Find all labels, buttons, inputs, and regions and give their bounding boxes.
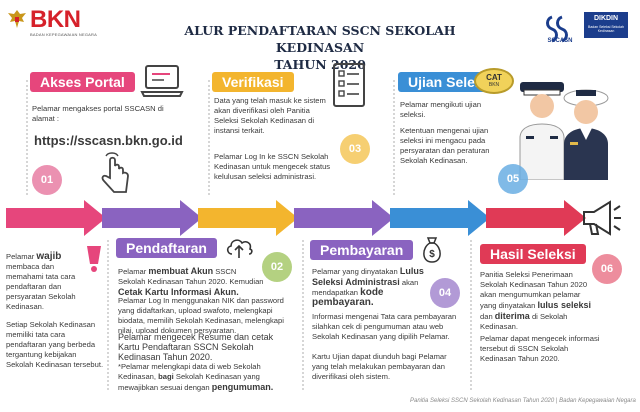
process-arrows xyxy=(6,200,566,236)
step-1-label: Akses Portal xyxy=(30,72,135,92)
laptop-icon xyxy=(140,62,184,102)
step-2-text-2: Pelamar Log In menggunakan NIK dan passw… xyxy=(118,296,290,336)
note-text-1c: membaca dan memahami tata cara pendaftar… xyxy=(6,262,76,311)
checklist-icon xyxy=(330,60,370,110)
megaphone-icon xyxy=(578,196,622,240)
cat-badge-sublabel: BKN xyxy=(476,82,512,88)
timeline-dots-2 xyxy=(107,240,109,390)
step-2-label: Pendaftaran xyxy=(116,238,217,258)
partner-logos: SSCASN DIKDIN Badan Seleksi Sekolah Kedi… xyxy=(542,8,632,48)
note-text-1a: Pelamar xyxy=(6,252,34,261)
step-5-text-1: Pelamar mengikuti ujian seleksi. xyxy=(400,100,498,120)
step-5-text-2: Ketentuan mengenai ujian seleksi ini men… xyxy=(400,126,510,166)
arrow-4 xyxy=(294,200,394,236)
portal-url-link[interactable]: https://sscasn.bkn.go.id xyxy=(34,133,183,148)
step-3-number: 03 xyxy=(340,134,370,164)
step-4-text-2: Informasi mengenai Tata cara pembayaran … xyxy=(312,312,460,342)
step-6-text-2: Pelamar dapat mengecek informasi tersebu… xyxy=(480,334,602,364)
step-5-number: 05 xyxy=(498,164,528,194)
cat-badge-label: CAT xyxy=(476,73,512,82)
arrow-1 xyxy=(6,200,106,236)
cadets-illustration-icon xyxy=(512,76,624,180)
timeline-dots-6 xyxy=(470,240,472,390)
cat-bkn-badge-icon: CAT BKN xyxy=(474,68,514,94)
timeline-dots-4 xyxy=(302,240,304,390)
step-6-number: 06 xyxy=(592,254,622,284)
dikdin-logo-text: DIKDIN xyxy=(586,15,626,22)
step-2-number: 02 xyxy=(262,252,292,282)
footer-credit: Panitia Seleksi SSCN Sekolah Kedinasan T… xyxy=(410,398,636,404)
step-1-number: 01 xyxy=(32,165,62,195)
step-3-label: Verifikasi xyxy=(212,72,294,92)
arrow-6 xyxy=(486,200,586,236)
timeline-dots-3 xyxy=(208,80,210,195)
dikdin-logo: DIKDIN Badan Seleksi Sekolah Kedinasan xyxy=(584,12,628,38)
page-title: ALUR PENDAFTARAN SSCN SEKOLAH KEDINASAN … xyxy=(150,22,490,73)
step-4-number: 04 xyxy=(430,278,460,308)
step-6-text-1b: lulus seleksi xyxy=(537,300,591,310)
bkn-logo-subtext: BADAN KEPEGAWAIAN NEGARA xyxy=(30,32,97,37)
step-3-text-1: Data yang telah masuk ke sistem akan div… xyxy=(214,96,332,136)
step-6-text-1d: diterima xyxy=(495,311,530,321)
step-2-text-1a: Pelamar xyxy=(118,267,146,276)
dikdin-logo-subtext: Badan Seleksi Sekolah Kedinasan xyxy=(586,25,626,33)
hand-pointer-icon xyxy=(96,150,134,196)
step-2-text-4: *Pelamar melengkapi data di web Sekolah … xyxy=(118,362,294,393)
note-text-2: Setiap Sekolah Kedinasan memiliki tata c… xyxy=(6,320,106,370)
step-6-text-1: Panitia Seleksi Penerimaan Sekolah Kedin… xyxy=(480,270,592,332)
title-line-1: ALUR PENDAFTARAN SSCN SEKOLAH KEDINASAN xyxy=(150,22,490,56)
note-text-1: Pelamar wajib membaca dan memahami tata … xyxy=(6,252,82,312)
bkn-logo-text: BKN xyxy=(30,6,81,34)
step-6-label: Hasil Seleksi xyxy=(480,244,586,264)
step-1-text: Pelamar mengakses portal SSCASN di alama… xyxy=(32,104,172,124)
step-4-text-1a: Pelamar yang dinyatakan xyxy=(312,267,398,276)
step-3-text-2: Pelamar Log In ke SSCN Sekolah Kedinasan… xyxy=(214,152,336,182)
note-text-1b: wajib xyxy=(36,251,61,262)
step-2-text-3: Pelamar mengecek Resume dan cetak Kartu … xyxy=(118,332,288,362)
step-4-text-3: Kartu Ujian dapat diunduh bagi Pelamar y… xyxy=(312,352,460,382)
cloud-upload-icon xyxy=(224,234,254,260)
step-4-label: Pembayaran xyxy=(310,240,413,260)
arrow-3 xyxy=(198,200,298,236)
sscasn-logo-text: SSCASN xyxy=(542,38,578,44)
step-6-text-1c: dan xyxy=(480,312,493,321)
bkn-logo: BKN BADAN KEPEGAWAIAN NEGARA xyxy=(6,6,116,40)
step-4-text-1: Pelamar yang dinyatakan Lulus Seleksi Ad… xyxy=(312,266,438,308)
garuda-icon xyxy=(6,8,28,32)
step-2-text-1: Pelamar membuat Akun SSCN Sekolah Kedina… xyxy=(118,266,264,298)
arrow-5 xyxy=(390,200,490,236)
timeline-dots-1 xyxy=(26,80,28,195)
title-line-2: TAHUN 2020 xyxy=(150,56,490,73)
timeline-dots-5 xyxy=(393,80,395,195)
money-bag-icon: $ xyxy=(420,234,444,264)
warning-exclamation-icon xyxy=(84,244,104,272)
step-2-text-1b: membuat Akun xyxy=(148,266,213,276)
step-2-text-4b: bagi xyxy=(158,372,174,381)
arrow-2 xyxy=(102,200,202,236)
svg-text:$: $ xyxy=(429,249,435,260)
step-2-text-4d: pengumuman. xyxy=(212,382,274,392)
